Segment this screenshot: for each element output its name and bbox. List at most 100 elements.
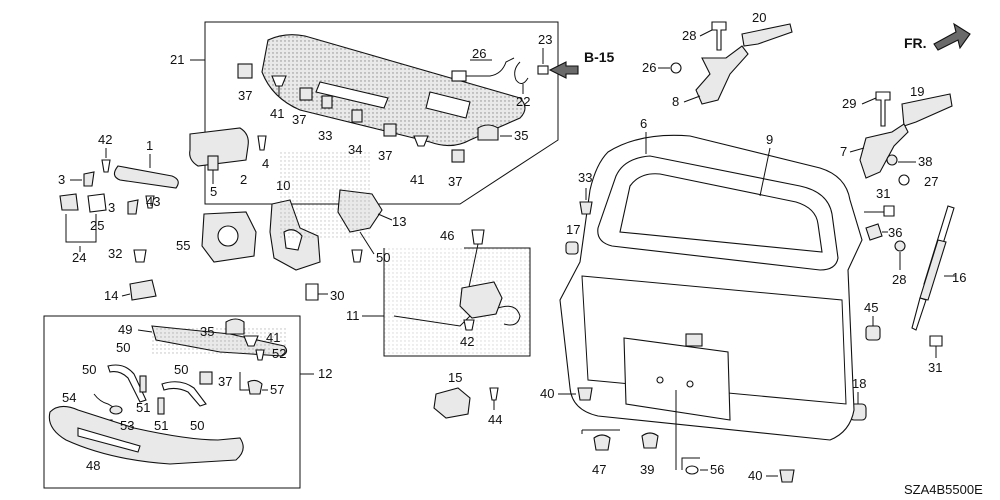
label-29b: 29 — [842, 96, 856, 111]
bolt-27a — [670, 62, 682, 74]
bolt-30 — [305, 283, 319, 301]
screw-43a — [101, 159, 111, 173]
label-4: 4 — [262, 156, 269, 171]
label-18: 18 — [852, 376, 866, 391]
plate-hole-a — [656, 376, 664, 384]
label-22: 22 — [516, 94, 530, 109]
tailgate-hinge-7 — [859, 123, 909, 179]
clip-40b — [779, 469, 795, 483]
clip-3b — [127, 199, 139, 215]
group-21-frame — [204, 21, 559, 205]
label-42: 42 — [460, 334, 474, 349]
bolt-29b — [875, 91, 891, 127]
spoiler-brake-light-slot — [315, 81, 389, 109]
bolt-29a — [711, 21, 727, 51]
screw-46a — [351, 249, 363, 263]
clip-3a — [83, 171, 95, 187]
molding-50a — [107, 364, 147, 403]
clip-41a — [271, 75, 287, 87]
handle-recess — [685, 333, 703, 347]
label-38: 38 — [918, 154, 932, 169]
actuator-motor — [217, 225, 239, 247]
label-28: 28 — [892, 272, 906, 287]
label-35a: 35 — [514, 128, 528, 143]
label-23: 23 — [538, 32, 552, 47]
label-37c: 37 — [378, 148, 392, 163]
release-actuator — [459, 281, 503, 319]
label-45: 45 — [864, 300, 878, 315]
label-2: 2 — [240, 172, 247, 187]
screw-32 — [133, 249, 147, 263]
label-37e: 37 — [218, 374, 232, 389]
drawing-code: SZA4B5500E — [904, 482, 983, 497]
group-11-texture — [384, 248, 530, 356]
label-6: 6 — [640, 116, 647, 131]
release-rod — [393, 315, 471, 327]
label-53: 53 — [120, 418, 134, 433]
label-19: 19 — [910, 84, 924, 99]
label-16: 16 — [952, 270, 966, 285]
plate-hole-b — [686, 380, 694, 388]
tailgate-lower-panel — [581, 275, 847, 405]
label-20: 20 — [752, 10, 766, 25]
label-40b: 40 — [748, 468, 762, 483]
screw-44 — [489, 387, 499, 401]
clip-33 — [579, 201, 593, 215]
clip-37a — [237, 63, 253, 79]
hinge-cover-20 — [741, 23, 793, 47]
label-3b: 3 — [108, 200, 115, 215]
label-31b: 31 — [928, 360, 942, 375]
clip-42 — [463, 319, 475, 331]
washer-hose-26 — [455, 57, 515, 77]
bolt-31a — [883, 205, 895, 217]
leader-13 — [377, 213, 393, 221]
handle-base-2 — [189, 127, 249, 167]
label-39: 39 — [640, 462, 654, 477]
label-14: 14 — [104, 288, 118, 303]
group-47-corner — [581, 429, 620, 434]
label-32: 32 — [108, 246, 122, 261]
clip-57 — [247, 379, 263, 395]
watermark-dots — [280, 150, 370, 240]
label-40a: 40 — [540, 386, 554, 401]
spoiler-right-mount — [425, 91, 471, 119]
label-36: 36 — [888, 225, 902, 240]
label-1: 1 — [146, 138, 153, 153]
license-light-wire-54 — [93, 393, 119, 411]
clip-34a — [321, 95, 333, 109]
screw-52 — [255, 349, 265, 361]
o-ring-56 — [685, 465, 699, 475]
label-24: 24 — [72, 250, 86, 265]
label-50a: 50 — [116, 340, 130, 355]
clip-41c — [243, 335, 259, 347]
label-37a: 37 — [238, 88, 252, 103]
label-57: 57 — [270, 382, 284, 397]
label-29a: 28 — [682, 28, 696, 43]
label-44: 44 — [488, 412, 502, 427]
label-9: 9 — [766, 132, 773, 147]
label-47: 47 — [592, 462, 606, 477]
label-51b: 51 — [154, 418, 168, 433]
label-51a: 51 — [136, 400, 150, 415]
label-5: 5 — [210, 184, 217, 199]
label-31a: 31 — [876, 186, 890, 201]
reference-b15: B-15 — [584, 49, 615, 65]
screw-43b — [145, 195, 155, 209]
cap-35b — [225, 318, 245, 335]
label-43b: 43 — [146, 194, 160, 209]
label-48: 48 — [86, 458, 100, 473]
label-46b: 46 — [440, 228, 454, 243]
bolt-31b — [929, 335, 943, 347]
clip-36 — [865, 223, 883, 241]
gas-strut-body — [919, 239, 947, 301]
label-55: 55 — [176, 238, 190, 253]
clip-51b — [157, 397, 165, 415]
tailgate-garnish-48 — [48, 405, 244, 465]
clip-37b — [299, 87, 313, 101]
label-7: 7 — [840, 144, 847, 159]
label-26: 26 — [472, 46, 486, 61]
nut-38 — [886, 154, 898, 166]
license-light-54 — [109, 405, 123, 415]
